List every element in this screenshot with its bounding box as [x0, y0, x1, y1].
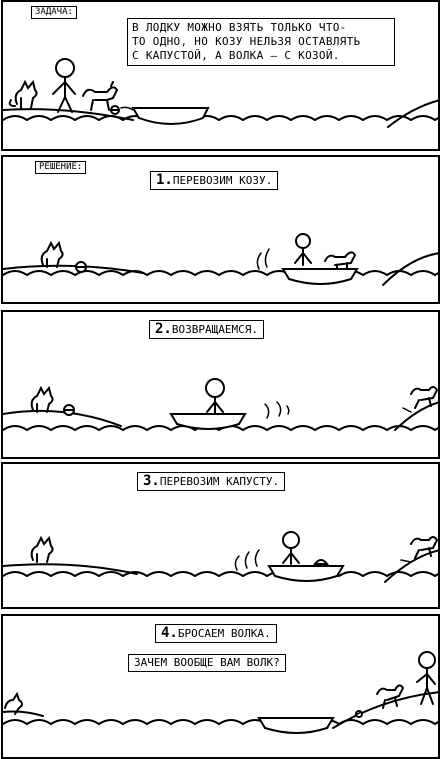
scene-step-1 [3, 233, 438, 286]
step-4-text: БРОСАЕМ ВОЛКА. [177, 627, 271, 640]
problem-text: В ЛОДКУ МОЖНО ВЗЯТЬ ТОЛЬКО ЧТО- ТО ОДНО,… [127, 18, 395, 66]
goat-figure [82, 81, 119, 111]
scene-problem [3, 58, 438, 128]
step-3-caption: 3.ПЕРЕВОЗИМ КАПУСТУ. [137, 472, 286, 491]
man-figure [282, 531, 300, 565]
panel-step-3: 3.ПЕРЕВОЗИМ КАПУСТУ. [1, 462, 440, 609]
man-figure [205, 378, 225, 415]
boat [131, 107, 210, 125]
man-figure [294, 233, 312, 266]
step-1-text: ПЕРЕВОЗИМ КОЗУ. [172, 174, 273, 187]
scene-step-3 [3, 531, 438, 583]
wolf-figure [8, 79, 38, 109]
step-4-caption: 4.БРОСАЕМ ВОЛКА. [155, 624, 277, 643]
step-3-number: 3. [143, 473, 160, 489]
panel-step-1: РЕШЕНИЕ: 1.ПЕРЕВОЗИМ КОЗУ. [1, 155, 440, 304]
wolf-figure [40, 240, 64, 268]
step-2-text: ВОЗВРАЩАЕМСЯ. [171, 323, 258, 336]
step-2-number: 2. [155, 321, 172, 337]
scene-step-2 [3, 378, 438, 432]
goat-figure [400, 536, 438, 563]
boat [267, 565, 345, 582]
scene-step-4 [3, 651, 438, 734]
boat [281, 268, 359, 285]
step-4-number: 4. [161, 625, 178, 641]
step-3-text: ПЕРЕВОЗИМ КАПУСТУ. [159, 475, 280, 488]
step-1-number: 1. [156, 172, 173, 188]
panel-step-4: 4.БРОСАЕМ ВОЛКА. ЗАЧЕМ ВООБЩЕ ВАМ ВОЛК? [1, 614, 440, 759]
man-figure [416, 651, 436, 705]
panel-problem: ЗАДАЧА: В ЛОДКУ МОЖНО ВЗЯТЬ ТОЛЬКО ЧТО- … [1, 0, 440, 151]
goat-figure [402, 386, 438, 413]
wolf-figure [4, 691, 23, 715]
goat-figure [324, 251, 357, 270]
solution-tag: РЕШЕНИЕ: [35, 161, 87, 174]
cabbage [63, 404, 75, 416]
step-2-caption: 2.ВОЗВРАЩАЕМСЯ. [149, 320, 264, 339]
wolf-figure [30, 385, 54, 413]
man-figure [52, 58, 76, 113]
goat-figure [376, 684, 405, 709]
cabbage [312, 559, 330, 565]
problem-tag: ЗАДАЧА: [31, 6, 77, 19]
speech-caption: ЗАЧЕМ ВООБЩЕ ВАМ ВОЛК? [128, 654, 286, 672]
cabbage [350, 710, 363, 719]
cabbage [110, 105, 120, 115]
cabbage [75, 261, 87, 273]
boat [169, 413, 247, 430]
step-1-caption: 1.ПЕРЕВОЗИМ КОЗУ. [150, 171, 279, 190]
wolf-figure [30, 535, 54, 563]
boat [257, 717, 335, 734]
panel-step-2: 2.ВОЗВРАЩАЕМСЯ. [1, 310, 440, 459]
